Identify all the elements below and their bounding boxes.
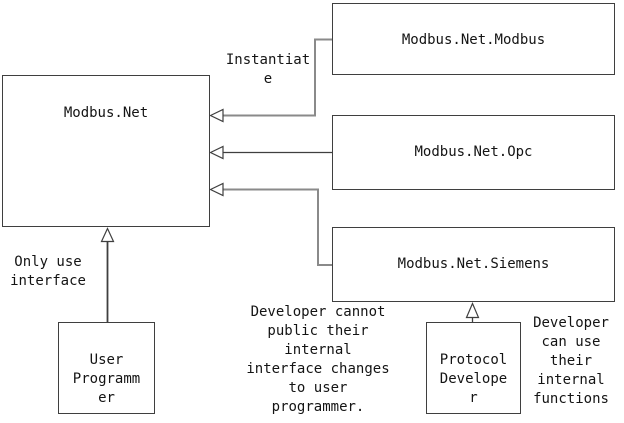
class-box-modbus-net-siemens-label: Modbus.Net.Siemens [397,256,550,272]
actor-box-protocol-developer: Protocol Develope r [426,322,521,414]
class-box-modbus-net-label: Modbus.Net [63,105,149,121]
class-box-modbus-net-siemens: Modbus.Net.Siemens [332,227,615,302]
actor-box-user-programmer-label: User Programm er [72,352,141,406]
connector-modbus-to-core [223,38,333,117]
note-developer-can: Developer can use their internal functio… [533,315,609,407]
note-instantiate: Instantiat e [225,52,311,87]
class-box-modbus-net-opc-label: Modbus.Net.Opc [414,144,533,160]
note-only-use-interface: Only use interface [10,254,86,289]
class-box-modbus-net-modbus: Modbus.Net.Modbus [332,3,615,75]
arrowhead-modbus-to-core-icon [209,108,224,123]
class-box-modbus-net-modbus-label: Modbus.Net.Modbus [401,32,546,48]
arrowhead-user-to-core-icon [100,227,115,243]
class-box-modbus-net-opc: Modbus.Net.Opc [332,115,615,190]
actor-box-user-programmer: User Programm er [58,322,155,414]
arrowhead-opc-to-core-icon [209,145,224,160]
class-box-modbus-net: Modbus.Net [2,75,210,227]
arrowhead-siemens-to-core-icon [209,182,224,197]
connector-siemens-to-core [223,188,333,266]
arrowhead-protocol-to-siemens-icon [465,301,480,319]
actor-box-protocol-developer-label: Protocol Develope r [439,352,508,406]
note-developer-cannot: Developer cannot public their internal i… [246,304,390,415]
